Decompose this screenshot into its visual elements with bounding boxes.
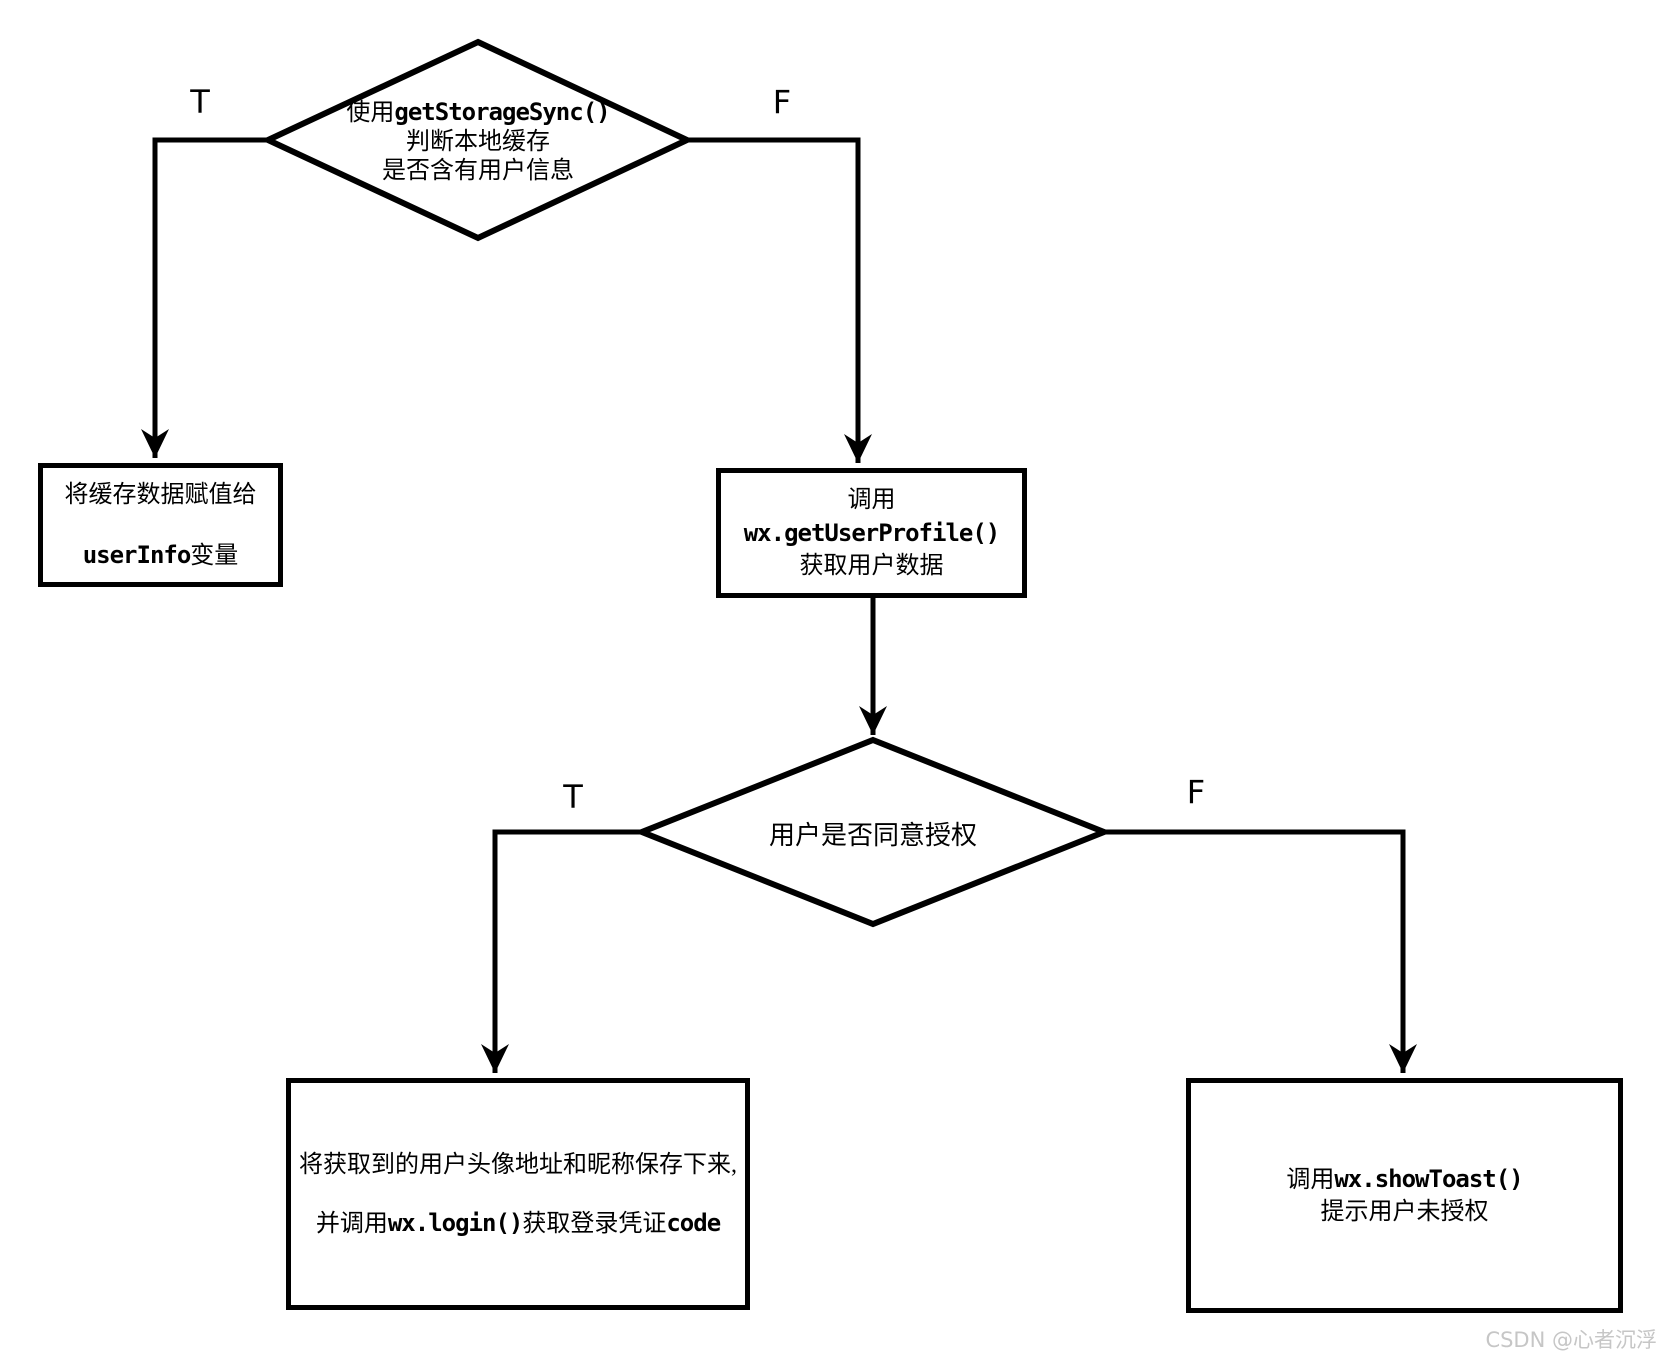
decision1-line1-prefix: 使用	[346, 100, 395, 126]
box-toast-line1-code: wx.showToast()	[1334, 1165, 1523, 1193]
box-profile-line1: 调用	[847, 486, 896, 513]
decision1-line1-code: getStorageSync()	[394, 98, 610, 126]
box-profile-line2-code: wx.getUserProfile()	[743, 518, 1001, 547]
box-toast-line2: 提示用户未授权	[1320, 1199, 1489, 1225]
decision1-false-label: F	[772, 83, 792, 121]
box-profile-line3: 获取用户数据	[799, 552, 944, 579]
decision2-diamond	[633, 736, 1113, 928]
decision1-true-label: T	[190, 83, 210, 121]
box-save-line2-mid: 获取登录凭证	[522, 1210, 667, 1237]
connector-decision1-false	[687, 137, 872, 463]
decision1-line1: 使用getStorageSync()	[346, 98, 610, 128]
box-save-line2-code: wx.login()	[387, 1208, 523, 1237]
process-box-show-toast: 调用wx.showToast() 提示用户未授权	[1186, 1078, 1623, 1313]
box-save-line2-code2: code	[666, 1208, 721, 1237]
box-cache-line2-suffix: 变量	[190, 542, 239, 569]
box-cache-line2-code: userInfo	[82, 540, 192, 569]
process-box-cache-assign: 将缓存数据赋值给 userInfo变量	[38, 463, 283, 587]
decision1-diamond	[260, 38, 695, 242]
box-cache-line2: userInfo变量	[83, 540, 239, 571]
connector-decision2-true	[481, 829, 642, 1073]
connector-decision1-true	[141, 137, 268, 458]
decision2-false-label: F	[1186, 773, 1206, 811]
box-toast-line1: 调用wx.showToast()	[1286, 1163, 1523, 1196]
decision2-label: 用户是否同意授权	[768, 821, 978, 850]
box-save-line2-prefix: 并调用	[315, 1210, 388, 1237]
decision1-line3: 是否含有用户信息	[382, 158, 574, 184]
box-toast-line1-prefix: 调用	[1286, 1167, 1335, 1193]
decision2-true-label: T	[563, 778, 583, 816]
box-save-line1: 将获取到的用户头像地址和昵称保存下来,	[299, 1151, 737, 1178]
process-box-save-login: 将获取到的用户头像地址和昵称保存下来, 并调用wx.login()获取登录凭证c…	[286, 1078, 750, 1310]
box-save-line2: 并调用wx.login()获取登录凭证code	[315, 1208, 721, 1239]
decision1-label: 使用getStorageSync() 判断本地缓存 是否含有用户信息	[346, 98, 610, 186]
process-box-get-user-profile: 调用 wx.getUserProfile() 获取用户数据	[716, 468, 1027, 598]
box-cache-line1: 将缓存数据赋值给	[64, 481, 257, 508]
connector-decision2-false	[1104, 829, 1417, 1073]
decision1-line2: 判断本地缓存	[406, 129, 550, 155]
csdn-watermark: CSDN @心者沉浮	[1485, 1328, 1657, 1352]
